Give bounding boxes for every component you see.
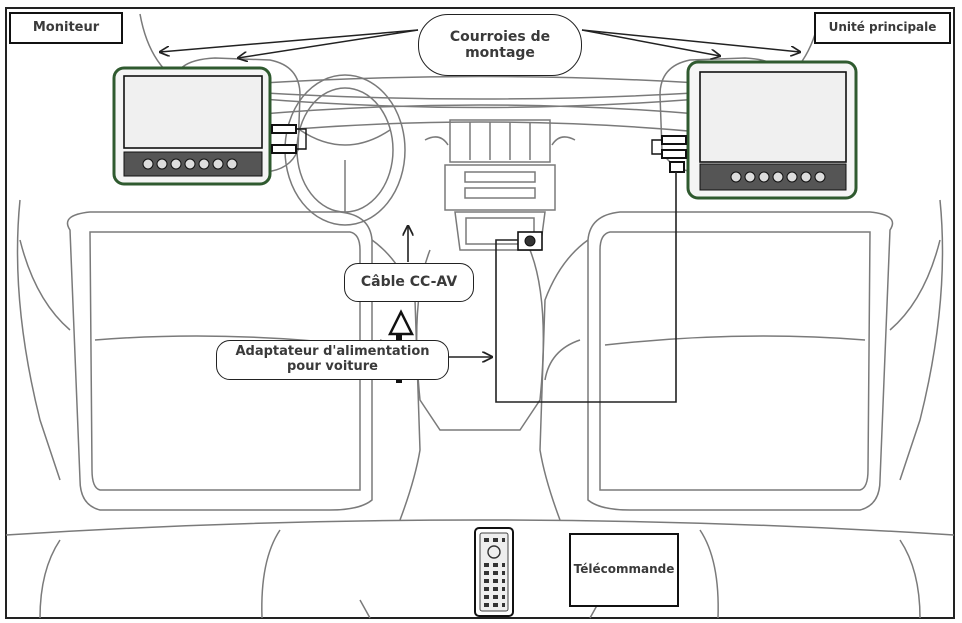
headrest-monitor-left xyxy=(112,66,307,186)
label-courroies-de-montage: Courroies de montage xyxy=(418,14,582,76)
courroies-line-2: montage xyxy=(465,45,535,61)
label-moniteur: Moniteur xyxy=(9,12,123,44)
adaptateur-line-1: Adaptateur d'alimentation xyxy=(235,344,430,360)
remote-control-icon xyxy=(474,527,514,617)
car-adapter-icon xyxy=(517,231,543,251)
label-telecommande: Télécommande xyxy=(569,533,679,607)
label-adaptateur-alimentation: Adaptateur d'alimentation pour voiture xyxy=(216,340,449,380)
strap-leader-lines xyxy=(160,29,800,58)
label-unite-principale: Unité principale xyxy=(814,12,951,44)
av-cable-wiring xyxy=(408,172,677,403)
adaptateur-line-2: pour voiture xyxy=(287,359,378,374)
diagram-frame xyxy=(5,7,955,619)
headrest-monitor-right xyxy=(651,60,858,200)
label-cable-cc-av: Câble CC-AV xyxy=(344,263,474,302)
courroies-line-1: Courroies de xyxy=(449,28,551,45)
